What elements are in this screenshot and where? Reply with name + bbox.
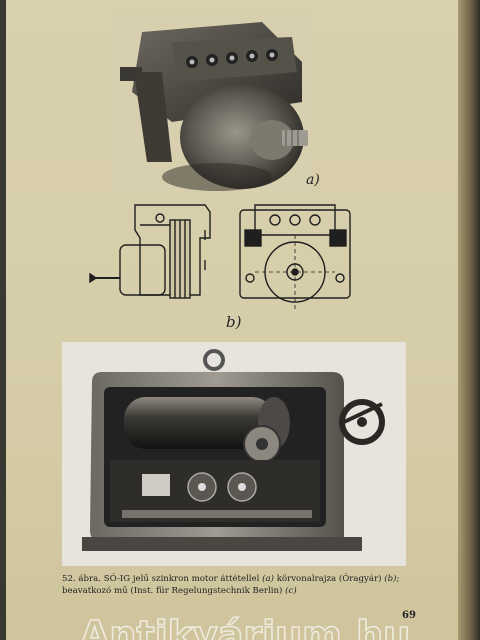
outline-drawing-b: [89, 204, 351, 310]
book-spine: [458, 0, 480, 640]
figure-caption: 52. ábra. SÓ-IG jelű szinkron motor átté…: [62, 574, 400, 596]
actuator-photo-c: [62, 342, 406, 566]
svg-text:Antikvárium.hu: Antikvárium.hu: [80, 614, 410, 640]
figure-label-b: b): [226, 313, 242, 331]
motor-photo-a: [112, 12, 312, 197]
page-number: 69: [402, 610, 416, 621]
watermark-logo: Antikvárium.hu: [79, 614, 411, 640]
figure-label-a: a): [306, 172, 320, 188]
